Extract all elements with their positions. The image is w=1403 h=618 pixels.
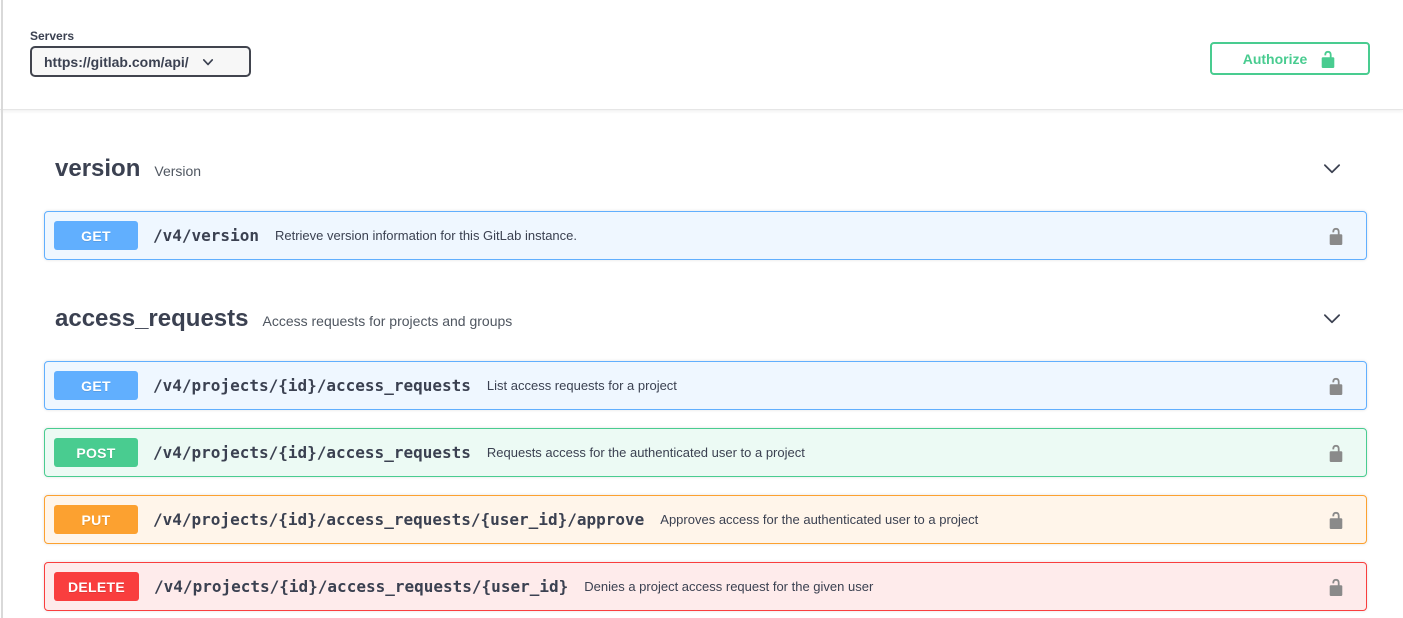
section-description: Access requests for projects and groups	[262, 312, 513, 329]
method-badge: DELETE	[54, 572, 140, 601]
api-section: access_requests Access requests for proj…	[44, 304, 1367, 611]
operation-summary: Approves access for the authenticated us…	[660, 512, 979, 527]
section-description: Version	[154, 162, 202, 179]
section-operations: GET /v4/projects/{id}/access_requests Li…	[44, 361, 1367, 611]
operation-path: /v4/projects/{id}/access_requests	[153, 376, 471, 395]
operation-path: /v4/projects/{id}/access_requests/{user_…	[154, 577, 569, 596]
authorize-label: Authorize	[1242, 50, 1308, 67]
operation-auth-button[interactable]	[1327, 578, 1345, 596]
operation-summary: Denies a project access request for the …	[584, 579, 874, 594]
chevron-down-icon[interactable]	[1321, 158, 1343, 180]
api-section: version Version GET /v4/version Retrieve…	[44, 154, 1367, 260]
operation-auth-button[interactable]	[1327, 227, 1345, 245]
operation-summary: List access requests for a project	[486, 378, 677, 393]
operation-path: /v4/version	[153, 226, 259, 245]
unlock-icon	[1327, 227, 1345, 245]
method-badge: POST	[54, 438, 138, 467]
method-badge: PUT	[54, 505, 138, 534]
operation-auth-button[interactable]	[1327, 511, 1345, 529]
section-header[interactable]: access_requests Access requests for proj…	[44, 304, 1367, 333]
chevron-down-icon[interactable]	[1321, 308, 1343, 330]
server-select-value: https://gitlab.com/api/	[44, 53, 189, 70]
operation-path: /v4/projects/{id}/access_requests/{user_…	[153, 510, 645, 529]
unlock-icon	[1327, 511, 1345, 529]
server-select[interactable]: https://gitlab.com/api/	[30, 46, 251, 77]
chevron-down-icon	[201, 55, 215, 69]
operations-wrapper: version Version GET /v4/version Retrieve…	[0, 154, 1403, 618]
section-operations: GET /v4/version Retrieve version informa…	[44, 211, 1367, 260]
unlock-icon	[1327, 444, 1345, 462]
operation-path: /v4/projects/{id}/access_requests	[153, 443, 471, 462]
operation-summary: Requests access for the authenticated us…	[486, 445, 805, 460]
servers-label: Servers	[30, 29, 75, 43]
unlock-icon	[1327, 578, 1345, 596]
operation-auth-button[interactable]	[1327, 377, 1345, 395]
section-header[interactable]: version Version	[44, 154, 1367, 183]
method-badge: GET	[54, 221, 138, 250]
operation-row-get[interactable]: GET /v4/projects/{id}/access_requests Li…	[44, 361, 1367, 410]
unlock-icon	[1327, 377, 1345, 395]
operation-summary: Retrieve version information for this Gi…	[274, 228, 577, 243]
operation-row-put[interactable]: PUT /v4/projects/{id}/access_requests/{u…	[44, 495, 1367, 544]
operation-row-delete[interactable]: DELETE /v4/projects/{id}/access_requests…	[44, 562, 1367, 611]
schemes-bar: Servers https://gitlab.com/api/ Authoriz…	[0, 0, 1403, 110]
section-title: version	[55, 155, 141, 182]
section-title: access_requests	[55, 305, 249, 332]
operation-row-get[interactable]: GET /v4/version Retrieve version informa…	[44, 211, 1367, 260]
operation-row-post[interactable]: POST /v4/projects/{id}/access_requests R…	[44, 428, 1367, 477]
operation-auth-button[interactable]	[1327, 444, 1345, 462]
operations-list: version Version GET /v4/version Retrieve…	[44, 154, 1367, 611]
method-badge: GET	[54, 371, 138, 400]
servers-block: Servers https://gitlab.com/api/	[30, 29, 251, 109]
authorize-button[interactable]: Authorize	[1210, 42, 1370, 75]
unlock-icon	[1319, 50, 1337, 68]
